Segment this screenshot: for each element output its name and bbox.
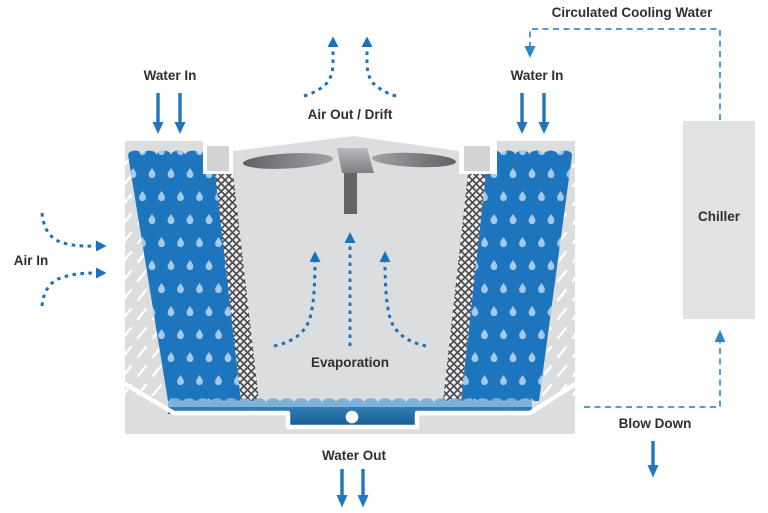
basin-pan-outline	[118, 379, 582, 430]
fill-media-right-icon	[443, 173, 486, 401]
label-air-in: Air In	[13, 253, 49, 268]
label-chiller: Chiller	[697, 209, 741, 224]
circulated-water-arrowhead-icon	[524, 46, 536, 58]
label-water-out: Water Out	[322, 448, 386, 463]
water-column-left	[128, 150, 241, 401]
label-evaporation: Evaporation	[310, 355, 390, 370]
air-in-arrows-icon	[40, 212, 107, 307]
evaporation-arrows-icon	[273, 232, 427, 348]
water-column-right	[461, 150, 573, 401]
louvers-right-icon	[541, 158, 575, 401]
blow-down-pipe	[584, 342, 721, 408]
blow-down-arrowhead-icon	[714, 330, 726, 342]
louvers-left-icon	[125, 158, 168, 401]
label-water-in-right: Water In	[510, 68, 564, 83]
water-in-left-arrows-icon	[152, 93, 186, 134]
water-out-arrows-icon	[336, 469, 369, 508]
fan-icon	[243, 148, 456, 214]
circulated-water-pipe	[529, 28, 721, 120]
label-air-out-drift: Air Out / Drift	[307, 107, 393, 122]
drain-hole-icon	[345, 410, 359, 424]
label-blow-down: Blow Down	[618, 416, 692, 431]
fill-media-left-icon	[215, 173, 259, 401]
distribution-box-right	[459, 141, 497, 174]
chiller-box	[683, 121, 755, 319]
blow-down-arrow-icon	[647, 441, 659, 478]
air-out-arrows-icon	[303, 36, 397, 98]
label-water-in-left: Water In	[143, 68, 197, 83]
water-in-right-arrows-icon	[516, 93, 550, 134]
label-circulated-cooling-water: Circulated Cooling Water	[551, 5, 713, 20]
distribution-box-left	[203, 141, 233, 174]
